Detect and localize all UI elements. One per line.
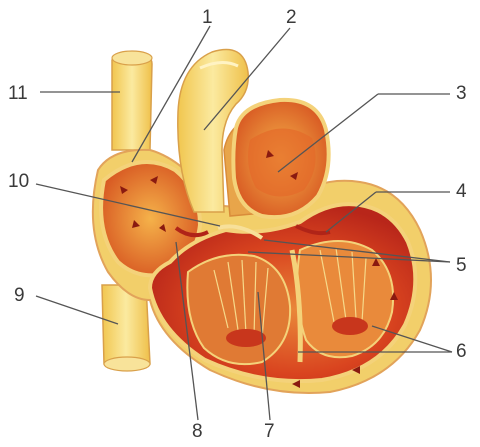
label-11: 11 [8, 84, 28, 103]
label-9: 9 [14, 286, 25, 305]
label-4: 4 [456, 182, 467, 201]
label-3: 3 [456, 84, 467, 103]
label-7: 7 [264, 422, 275, 441]
label-5: 5 [456, 256, 467, 275]
label-2: 2 [286, 8, 297, 27]
superior-vena-cava [112, 52, 152, 150]
label-6: 6 [456, 342, 467, 361]
label-1: 1 [202, 8, 213, 27]
papillary-muscle-left [332, 317, 368, 335]
right-ventricle-chamber [187, 255, 290, 364]
label-8: 8 [192, 422, 203, 441]
label-10: 10 [8, 172, 29, 191]
papillary-muscle-right [226, 329, 266, 347]
